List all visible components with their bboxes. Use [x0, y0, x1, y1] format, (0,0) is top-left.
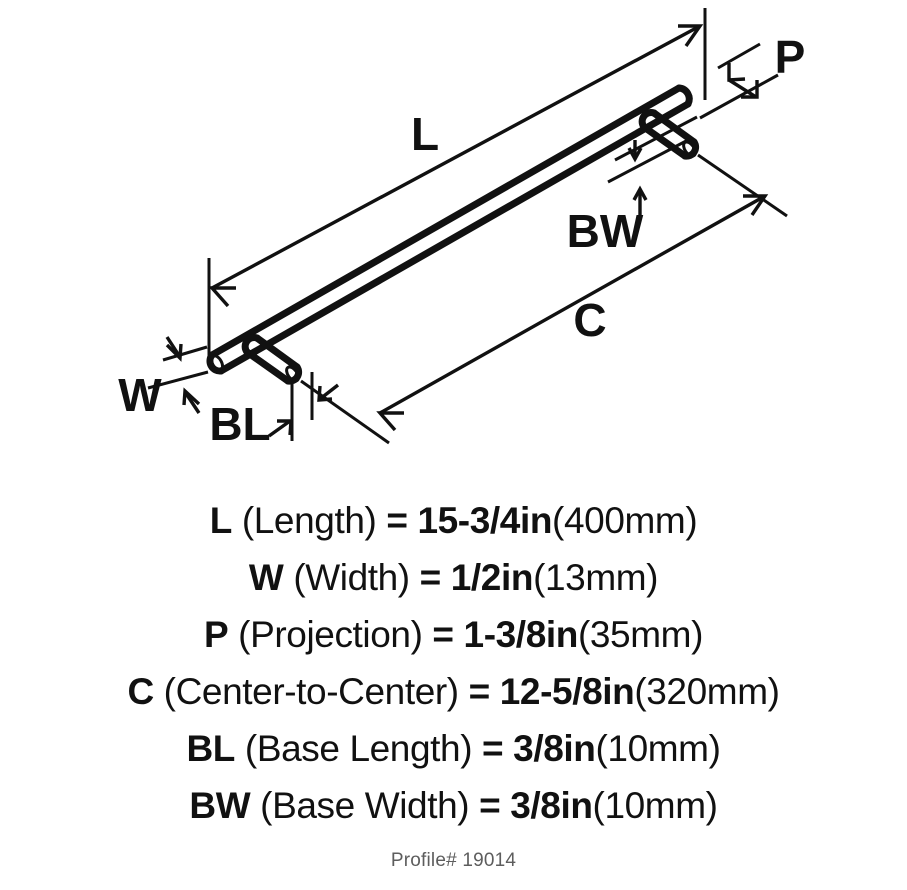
spec-row-base-width: BW (Base Width) = 3/8in(10mm) [0, 777, 907, 834]
spec-value-in-width: 1/2in [450, 557, 534, 598]
dimension-label-length: L [411, 108, 439, 160]
spec-row-base-length: BL (Base Length) = 3/8in(10mm) [0, 720, 907, 777]
spec-value-mm-width: (13mm) [533, 557, 659, 598]
spec-value-mm-projection: (35mm) [577, 614, 703, 655]
projection-extension-upper [717, 42, 761, 70]
spec-value-in-center-to-center: 12-5/8in [499, 671, 635, 712]
right-post-shoulder [638, 109, 658, 131]
spec-value-mm-length: (400mm) [552, 500, 698, 541]
width-arrow-lower-line [183, 391, 201, 414]
spec-name-base-width: (Base Width) [260, 785, 470, 826]
dimension-label-base-length: BL [209, 398, 270, 450]
dimension-width: W [118, 336, 209, 421]
dimension-spec-list: L (Length) = 15-3/4in(400mm) W (Width) =… [0, 492, 907, 834]
dimension-label-center-to-center: C [573, 294, 606, 346]
center-extension-left [300, 379, 390, 445]
spec-equals-length: = [386, 500, 408, 541]
spec-name-projection: (Projection) [238, 614, 423, 655]
left-post-shoulder [241, 334, 261, 356]
spec-row-length: L (Length) = 15-3/4in(400mm) [0, 492, 907, 549]
dimension-projection: P [699, 31, 806, 120]
center-extension-right [697, 153, 788, 218]
bar-edge-lower [217, 100, 692, 375]
width-arrowhead-down [165, 343, 183, 362]
spec-name-width: (Width) [293, 557, 410, 598]
width-arrowhead-up [182, 387, 201, 406]
dimension-base-width: BW [567, 115, 698, 257]
bar-edge-upper [208, 84, 683, 359]
spec-row-center-to-center: C (Center-to-Center) = 12-5/8in(320mm) [0, 663, 907, 720]
length-arrowhead-right [678, 24, 704, 47]
spec-value-in-length: 15-3/4in [417, 500, 553, 541]
spec-value-mm-center-to-center: (320mm) [634, 671, 780, 712]
dimension-base-length: BL [209, 372, 340, 450]
spec-name-center-to-center: (Center-to-Center) [163, 671, 459, 712]
center-dimension-line [379, 194, 766, 415]
spec-value-in-base-width: 3/8in [510, 785, 593, 826]
left-base-post-graphic [241, 334, 303, 385]
spec-name-base-length: (Base Length) [244, 728, 473, 769]
projection-dimension-line [728, 78, 757, 99]
spec-value-mm-base-width: (10mm) [592, 785, 718, 826]
spec-code-projection: P [203, 614, 229, 655]
profile-number: Profile# 19014 [390, 850, 517, 871]
left-post-edge-lower [243, 348, 292, 385]
projection-extension-lower [699, 73, 779, 120]
width-extension-upper [162, 345, 208, 362]
handle-dimension-drawing: L P BW C [118, 8, 806, 450]
base-length-arrowhead-right [277, 419, 293, 436]
spec-row-width: W (Width) = 1/2in(13mm) [0, 549, 907, 606]
spec-code-length: L [209, 500, 233, 541]
spec-row-projection: P (Projection) = 1-3/8in(35mm) [0, 606, 907, 663]
spec-value-in-projection: 1-3/8in [463, 614, 579, 655]
base-width-extension-upper [614, 115, 698, 162]
dimension-length: L [207, 8, 707, 365]
projection-arrowhead-lower [741, 80, 759, 99]
handle-bar-graphic [206, 84, 693, 375]
spec-equals-center-to-center: = [468, 671, 491, 712]
base-length-arrow-right-line [318, 383, 340, 401]
width-extension-lower [147, 370, 209, 390]
spec-equals-base-length: = [482, 728, 504, 769]
spec-equals-projection: = [432, 614, 454, 655]
spec-code-center-to-center: C [127, 671, 154, 712]
center-arrowhead-left [376, 411, 404, 432]
spec-value-in-base-length: 3/8in [513, 728, 596, 769]
length-arrowhead-left [208, 286, 236, 308]
left-post-foot-ellipse [285, 365, 300, 383]
spec-value-mm-base-length: (10mm) [595, 728, 721, 769]
center-arrowhead-right [743, 194, 769, 216]
base-width-extension-lower [607, 138, 689, 184]
bar-left-cap-ellipse [209, 354, 225, 372]
bar-right-cap [675, 84, 693, 108]
dimension-label-base-width: BW [567, 205, 644, 257]
spec-code-base-length: BL [186, 728, 236, 769]
length-dimension-line [211, 24, 701, 290]
spec-code-base-width: BW [189, 785, 251, 826]
spec-equals-base-width: = [479, 785, 501, 826]
dimension-center-to-center: C [300, 153, 788, 445]
base-length-arrow-left-line [268, 419, 291, 438]
right-post-edge-lower [640, 123, 689, 160]
dimension-label-projection: P [775, 31, 806, 83]
projection-arrowhead-upper [727, 63, 746, 82]
base-length-arrowhead-left [317, 385, 333, 402]
base-width-arrowhead-up [632, 185, 648, 201]
left-post-edge-upper [253, 334, 301, 371]
base-width-arrowhead-down [627, 147, 643, 163]
dimension-label-width: W [118, 369, 162, 421]
spec-name-length: (Length) [241, 500, 377, 541]
spec-equals-width: = [419, 557, 442, 598]
spec-code-width: W [248, 557, 284, 598]
